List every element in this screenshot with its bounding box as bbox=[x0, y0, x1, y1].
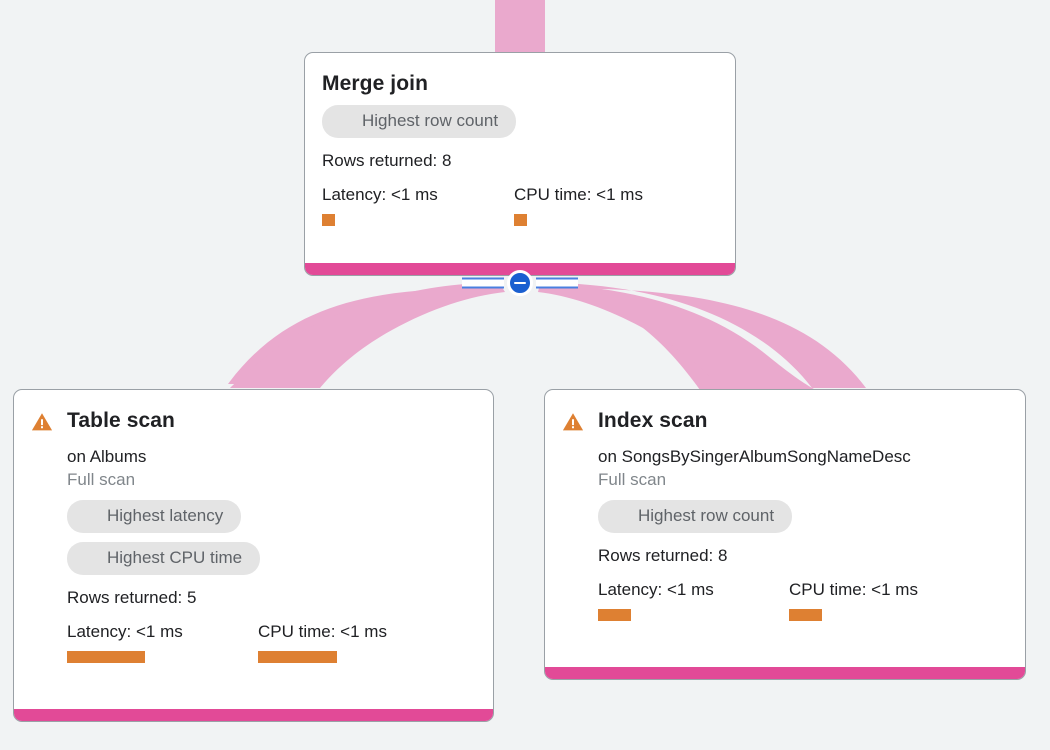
edge-incoming-stub bbox=[495, 0, 545, 53]
warning-icon bbox=[562, 413, 584, 431]
table-scan-accent-bar bbox=[14, 709, 493, 721]
chip-highest-latency[interactable]: Highest latency bbox=[67, 500, 242, 533]
merge-join-latency-label: Latency: <1 ms bbox=[322, 185, 438, 204]
index-scan-latency-bar bbox=[598, 609, 631, 621]
table-scan-subtitle: on Albums bbox=[67, 447, 147, 466]
index-scan-latency-label: Latency: <1 ms bbox=[598, 580, 714, 599]
table-scan-texts: Table scan on Albums Full scan Highest l… bbox=[67, 408, 476, 663]
table-scan-latency-label: Latency: <1 ms bbox=[67, 622, 183, 641]
index-scan-cpu-metric: CPU time: <1 ms bbox=[789, 580, 918, 621]
table-scan-scan-type: Full scan bbox=[67, 470, 136, 489]
merge-join-latency-metric: Latency: <1 ms bbox=[322, 185, 514, 226]
merge-join-chip-row: Highest row count bbox=[322, 96, 718, 138]
merge-join-header: Merge join Highest row count Rows return… bbox=[322, 71, 718, 226]
chip-highest-cpu-time[interactable]: Highest CPU time bbox=[67, 542, 261, 575]
node-index-scan[interactable]: Index scan on SongsBySingerAlbumSongName… bbox=[544, 389, 1026, 680]
index-scan-body: Index scan on SongsBySingerAlbumSongName… bbox=[545, 390, 1025, 627]
table-scan-metrics: Latency: <1 ms CPU time: <1 ms bbox=[67, 622, 476, 663]
index-scan-subtitle: on SongsBySingerAlbumSongNameDesc bbox=[598, 447, 911, 466]
index-scan-metrics: Latency: <1 ms CPU time: <1 ms bbox=[598, 580, 1008, 621]
merge-join-texts: Merge join Highest row count Rows return… bbox=[322, 71, 718, 226]
edge-merge-to-table-scan-body bbox=[255, 283, 495, 385]
merge-join-cpu-label: CPU time: <1 ms bbox=[514, 185, 643, 204]
merge-join-cpu-metric: CPU time: <1 ms bbox=[514, 185, 643, 226]
table-scan-latency-bar bbox=[67, 651, 145, 663]
edge-merge-to-index-scan-body bbox=[545, 283, 866, 388]
merge-join-accent-bar bbox=[305, 263, 735, 275]
table-scan-cpu-metric: CPU time: <1 ms bbox=[258, 622, 387, 663]
edge-left-ribbon-fill bbox=[230, 284, 505, 388]
table-scan-chip-row-2: Highest CPU time bbox=[67, 533, 476, 575]
index-scan-rows-returned: Rows returned: 8 bbox=[598, 546, 728, 565]
merge-join-latency-bar bbox=[322, 214, 335, 226]
warning-icon bbox=[31, 413, 53, 431]
chip-highest-row-count[interactable]: Highest row count bbox=[598, 500, 793, 533]
merge-join-body: Merge join Highest row count Rows return… bbox=[305, 53, 735, 232]
table-scan-chip-row-1: Highest latency bbox=[67, 491, 476, 533]
index-scan-accent-bar bbox=[545, 667, 1025, 679]
merge-join-rows-returned: Rows returned: 8 bbox=[322, 151, 452, 170]
minus-glyph bbox=[514, 281, 526, 285]
edge-right-ribbon-fill bbox=[538, 284, 816, 390]
merge-join-metrics: Latency: <1 ms CPU time: <1 ms bbox=[322, 185, 718, 226]
toggle-rule-right bbox=[536, 277, 578, 289]
node-table-scan[interactable]: Table scan on Albums Full scan Highest l… bbox=[13, 389, 494, 722]
index-scan-cpu-bar bbox=[789, 609, 822, 621]
table-scan-title: Table scan bbox=[67, 409, 175, 432]
index-scan-header: Index scan on SongsBySingerAlbumSongName… bbox=[562, 408, 1008, 621]
table-scan-rows-returned: Rows returned: 5 bbox=[67, 588, 197, 607]
table-scan-latency-metric: Latency: <1 ms bbox=[67, 622, 258, 663]
index-scan-latency-metric: Latency: <1 ms bbox=[598, 580, 789, 621]
index-scan-cpu-label: CPU time: <1 ms bbox=[789, 580, 918, 599]
node-merge-join[interactable]: Merge join Highest row count Rows return… bbox=[304, 52, 736, 276]
table-scan-cpu-bar bbox=[258, 651, 337, 663]
table-scan-header: Table scan on Albums Full scan Highest l… bbox=[31, 408, 476, 663]
chip-highest-row-count[interactable]: Highest row count bbox=[322, 105, 517, 138]
merge-join-cpu-bar bbox=[514, 214, 527, 226]
index-scan-chip-row: Highest row count bbox=[598, 491, 1008, 533]
edge-merge-to-index-scan bbox=[548, 285, 770, 390]
merge-join-title: Merge join bbox=[322, 72, 429, 95]
table-scan-body: Table scan on Albums Full scan Highest l… bbox=[14, 390, 493, 669]
toggle-rule-left bbox=[462, 277, 504, 289]
minus-icon[interactable] bbox=[507, 270, 533, 296]
table-scan-cpu-label: CPU time: <1 ms bbox=[258, 622, 387, 641]
index-scan-texts: Index scan on SongsBySingerAlbumSongName… bbox=[598, 408, 1008, 621]
index-scan-scan-type: Full scan bbox=[598, 470, 667, 489]
index-scan-title: Index scan bbox=[598, 409, 708, 432]
edge-merge-to-table-scan bbox=[228, 285, 492, 384]
collapse-toggle-group[interactable] bbox=[462, 270, 578, 296]
